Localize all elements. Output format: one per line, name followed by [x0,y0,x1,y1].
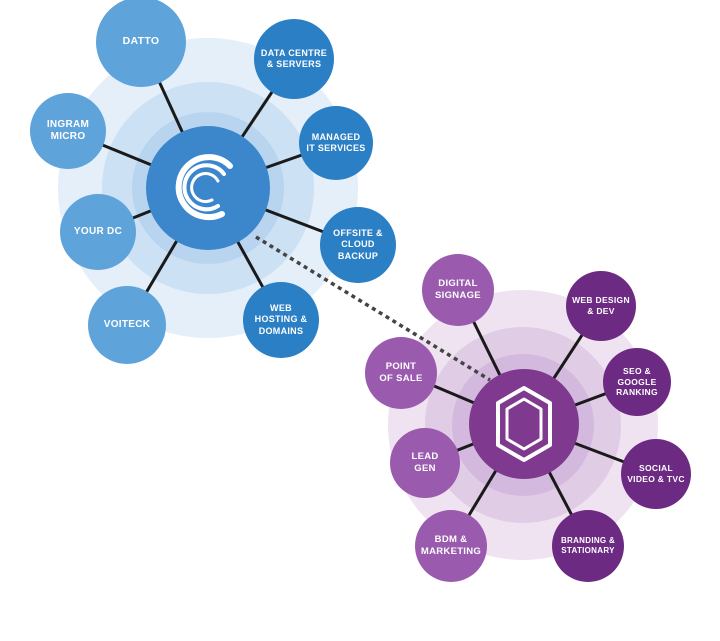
node-managed-it[interactable]: MANAGED IT SERVICES [299,106,373,180]
hexagon-logo-icon [496,386,552,462]
node-branding[interactable]: BRANDING & STATIONARY [552,510,624,582]
node-voiteck[interactable]: VOITECK [88,286,166,364]
right-hub [469,369,579,479]
node-data-centre[interactable]: DATA CENTRE & SERVERS [254,19,334,99]
node-bdm-marketing[interactable]: BDM & MARKETING [415,510,487,582]
node-web-design[interactable]: WEB DESIGN & DEV [566,271,636,341]
node-your-dc[interactable]: YOUR DC [60,194,136,270]
node-datto[interactable]: DATTO [96,0,186,87]
node-web-hosting[interactable]: WEB HOSTING & DOMAINS [243,282,319,358]
node-lead-gen[interactable]: LEAD GEN [390,428,460,498]
node-ingram-micro[interactable]: INGRAM MICRO [30,93,106,169]
node-offsite-backup[interactable]: OFFSITE & CLOUD BACKUP [320,207,396,283]
left-hub [146,126,270,250]
node-social-video[interactable]: SOCIAL VIDEO & TVC [621,439,691,509]
dotted-link [255,235,491,382]
node-point-of-sale[interactable]: POINT OF SALE [365,337,437,409]
node-digital-signage[interactable]: DIGITAL SIGNAGE [422,254,494,326]
swirl-logo-icon [175,154,233,221]
node-seo-google[interactable]: SEO & GOOGLE RANKING [603,348,671,416]
